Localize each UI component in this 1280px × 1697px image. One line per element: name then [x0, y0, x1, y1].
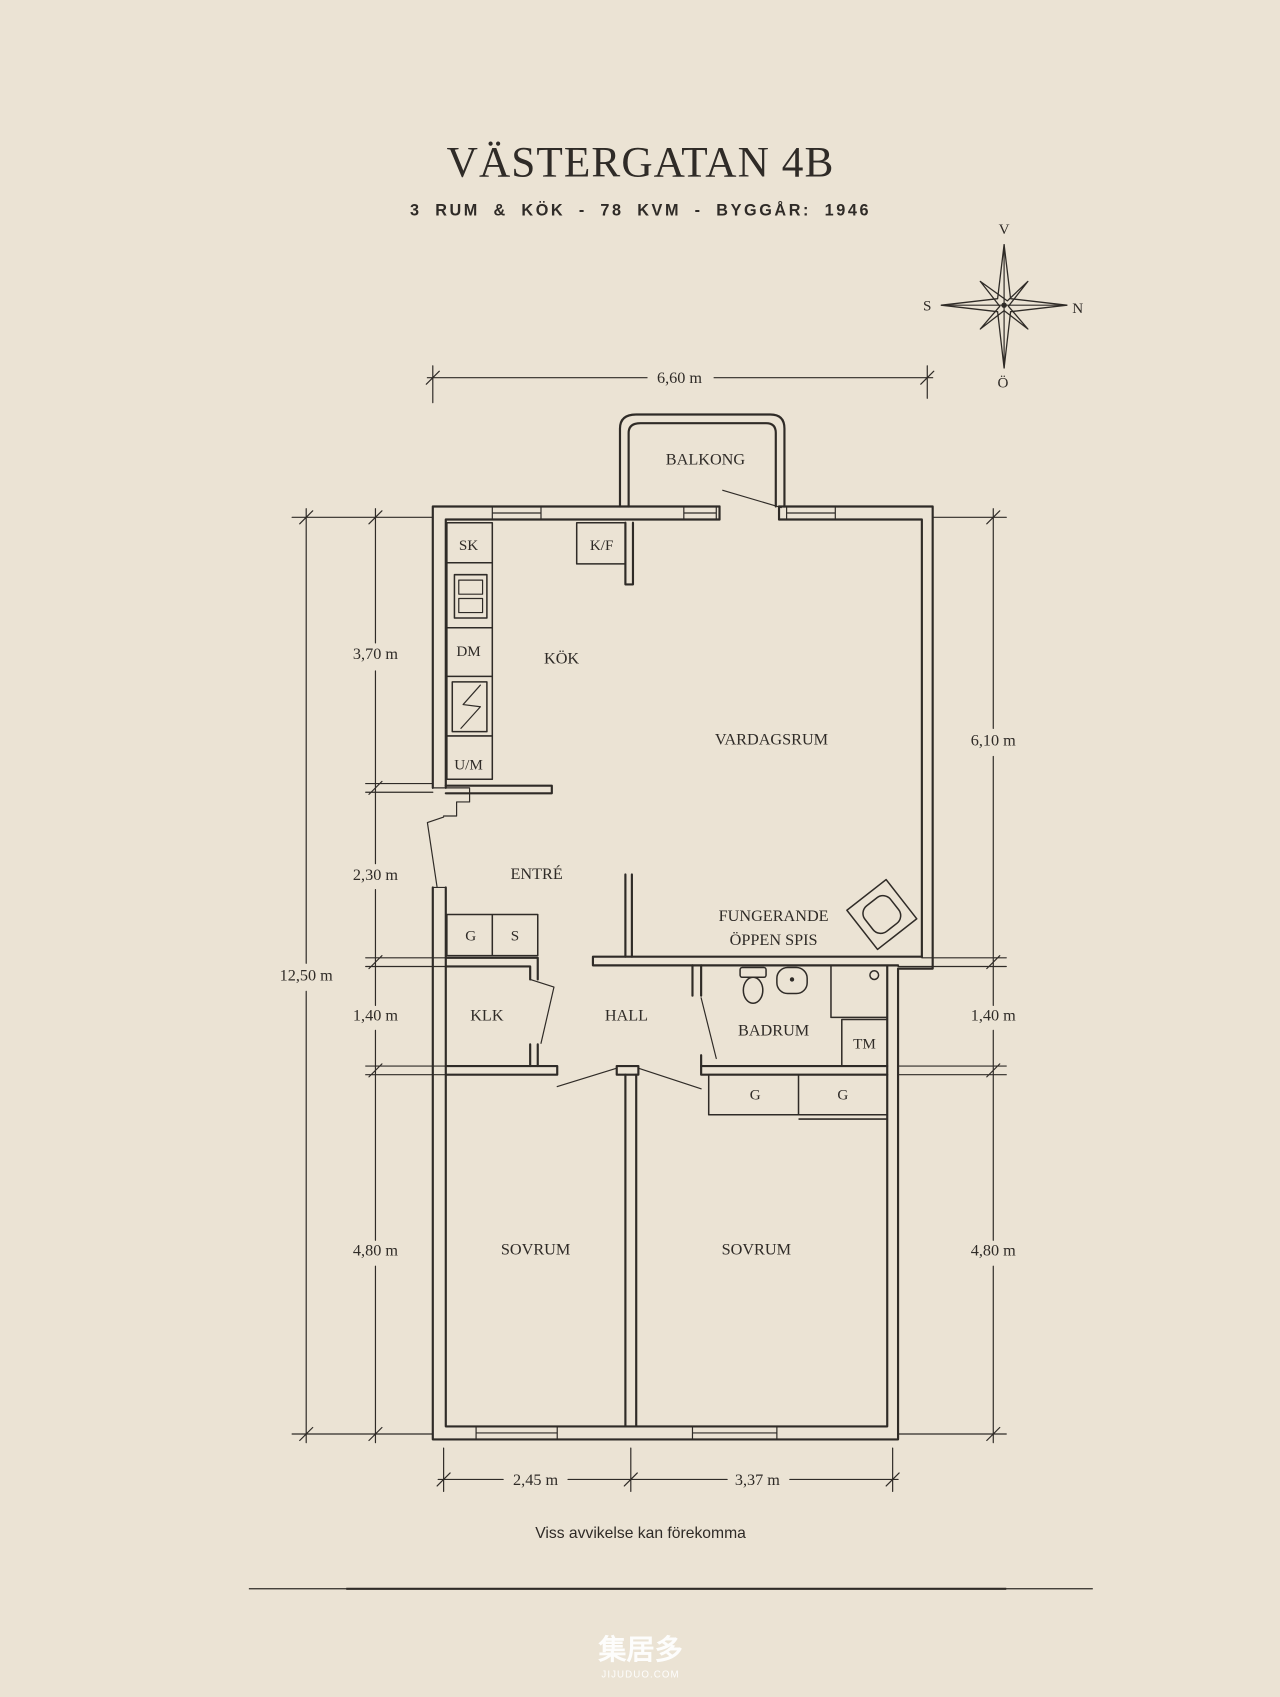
fireplace-outline [846, 878, 918, 951]
bathroom-sink-icon [776, 966, 808, 995]
dimension-top-width: 6,60 m [657, 369, 702, 387]
room-label-badrum: BADRUM [738, 1022, 809, 1040]
fireplace-icon [846, 878, 918, 951]
washing-machine-box [841, 1018, 888, 1067]
balcony-outline [618, 413, 786, 508]
dimension-line-right [897, 508, 1007, 1444]
compass-label-top: V [999, 222, 1010, 238]
label-entre-s: S [511, 928, 519, 944]
label-fireplace-line2: ÖPPEN SPIS [730, 931, 818, 949]
windows [475, 505, 836, 1441]
dimension-total-length: 12,50 m [280, 967, 334, 985]
room-label-hall: HALL [605, 1007, 648, 1025]
label-sk: SK [459, 538, 478, 554]
dimension-line-left-inner [365, 508, 447, 1444]
label-dm: DM [456, 644, 480, 660]
room-labels: BALKONG SK K/F DM KÖK U/M VARDAGSRUM ENT… [454, 450, 876, 1258]
entre-partition [624, 873, 633, 958]
compass-label-bottom: Ö [998, 374, 1009, 391]
kitchen-end-wall [444, 784, 553, 795]
balcony-door-jambs [718, 505, 781, 521]
bathroom-left-wall [691, 964, 703, 1068]
hall-bottom-wall [444, 1064, 889, 1076]
compass-diagonal-star [979, 280, 1029, 330]
watermark: 集居多 JIJUDUO.COM [597, 1634, 682, 1680]
watermark-site: JIJUDUO.COM [601, 1670, 679, 1681]
page-title: VÄSTERGATAN 4B [447, 138, 835, 186]
dimension-left-entre: 2,30 m [353, 866, 398, 884]
kitchen-counter [446, 521, 494, 780]
dimension-lines: 6,60 m 3,70 m 2,30 m 12,50 m 1,40 m 4,80… [280, 365, 1016, 1492]
entrance-step [432, 787, 471, 889]
room-label-sovrum-left: SOVRUM [501, 1240, 570, 1258]
sink-icon [453, 573, 488, 619]
dimension-left-hall: 1,40 m [353, 1007, 398, 1025]
floor-drain-icon [869, 970, 880, 981]
label-kf: K/F [590, 538, 614, 554]
dimension-line-bottom [436, 1447, 900, 1492]
footer-note: Viss avvikelse kan förekomma [535, 1525, 746, 1542]
bathroom-door-leaf [700, 997, 717, 1060]
fridge-freezer [575, 521, 627, 565]
bedroom-divider-wall [624, 1073, 638, 1428]
room-label-vardagsrum: VARDAGSRUM [715, 731, 828, 749]
balcony-door-leaf [722, 489, 782, 509]
fireplace-hearth [862, 894, 902, 935]
wardrobe-divider [797, 1074, 888, 1120]
compass-center [1001, 302, 1007, 308]
bathroom-cabinet [830, 966, 888, 1019]
kitchen-counter-dividers [446, 562, 493, 737]
label-wardrobe-right: G [837, 1088, 848, 1104]
dimension-right-vardagsrum: 6,10 m [971, 732, 1016, 750]
fridge-wall [624, 521, 635, 586]
dimension-left-sovrum: 4,80 m [353, 1241, 398, 1259]
label-entre-g: G [465, 928, 476, 944]
compass-rose-icon: V S N Ö [923, 222, 1083, 392]
stove-zigzag [460, 684, 482, 729]
stove-icon [451, 681, 488, 733]
room-label-entre: ENTRÉ [511, 864, 563, 883]
klk-door-leaf [529, 978, 555, 1044]
room-label-balkong: BALKONG [666, 450, 746, 468]
living-room-bottom-wall [591, 955, 923, 967]
sink-basins [458, 579, 484, 614]
compass-label-left: S [923, 299, 931, 315]
dimension-right-sovrum: 4,80 m [971, 1241, 1016, 1259]
room-label-klk: KLK [470, 1007, 504, 1025]
label-tm: TM [853, 1037, 876, 1053]
header: VÄSTERGATAN 4B 3 RUM & KÖK - 78 KVM - BY… [410, 138, 871, 219]
exterior-wall-inner [444, 518, 923, 1428]
label-fireplace-line1: FUNGERANDE [719, 907, 829, 925]
watermark-mark: 集居多 [597, 1634, 682, 1665]
entrance-door-leaf [426, 816, 445, 889]
dimension-right-badrum: 1,40 m [971, 1007, 1016, 1025]
walls [426, 413, 934, 1441]
exterior-wall-outer [431, 505, 934, 1441]
fixtures [446, 521, 918, 1120]
toilet-tank [739, 966, 767, 979]
room-label-kok: KÖK [544, 649, 579, 667]
footer: Viss avvikelse kan förekomma [248, 1525, 1093, 1590]
page-subtitle: 3 RUM & KÖK - 78 KVM - BYGGÅR: 1946 [410, 200, 871, 219]
toilet-icon [742, 976, 764, 1005]
dimension-line-top [425, 365, 935, 404]
dimension-bottom-left: 2,45 m [513, 1471, 558, 1489]
bedroom-door-leaves [556, 1067, 702, 1090]
bathroom-sink-drain [789, 977, 795, 982]
klk-walls [444, 956, 539, 1068]
label-wardrobe-left: G [750, 1088, 761, 1104]
dimension-left-kok: 3,70 m [353, 645, 398, 663]
compass-label-right: N [1072, 301, 1083, 317]
dimension-line-left-outer [291, 508, 434, 1444]
label-um: U/M [454, 757, 483, 773]
dimension-bottom-right: 3,37 m [735, 1471, 780, 1489]
room-label-sovrum-right: SOVRUM [722, 1240, 791, 1258]
